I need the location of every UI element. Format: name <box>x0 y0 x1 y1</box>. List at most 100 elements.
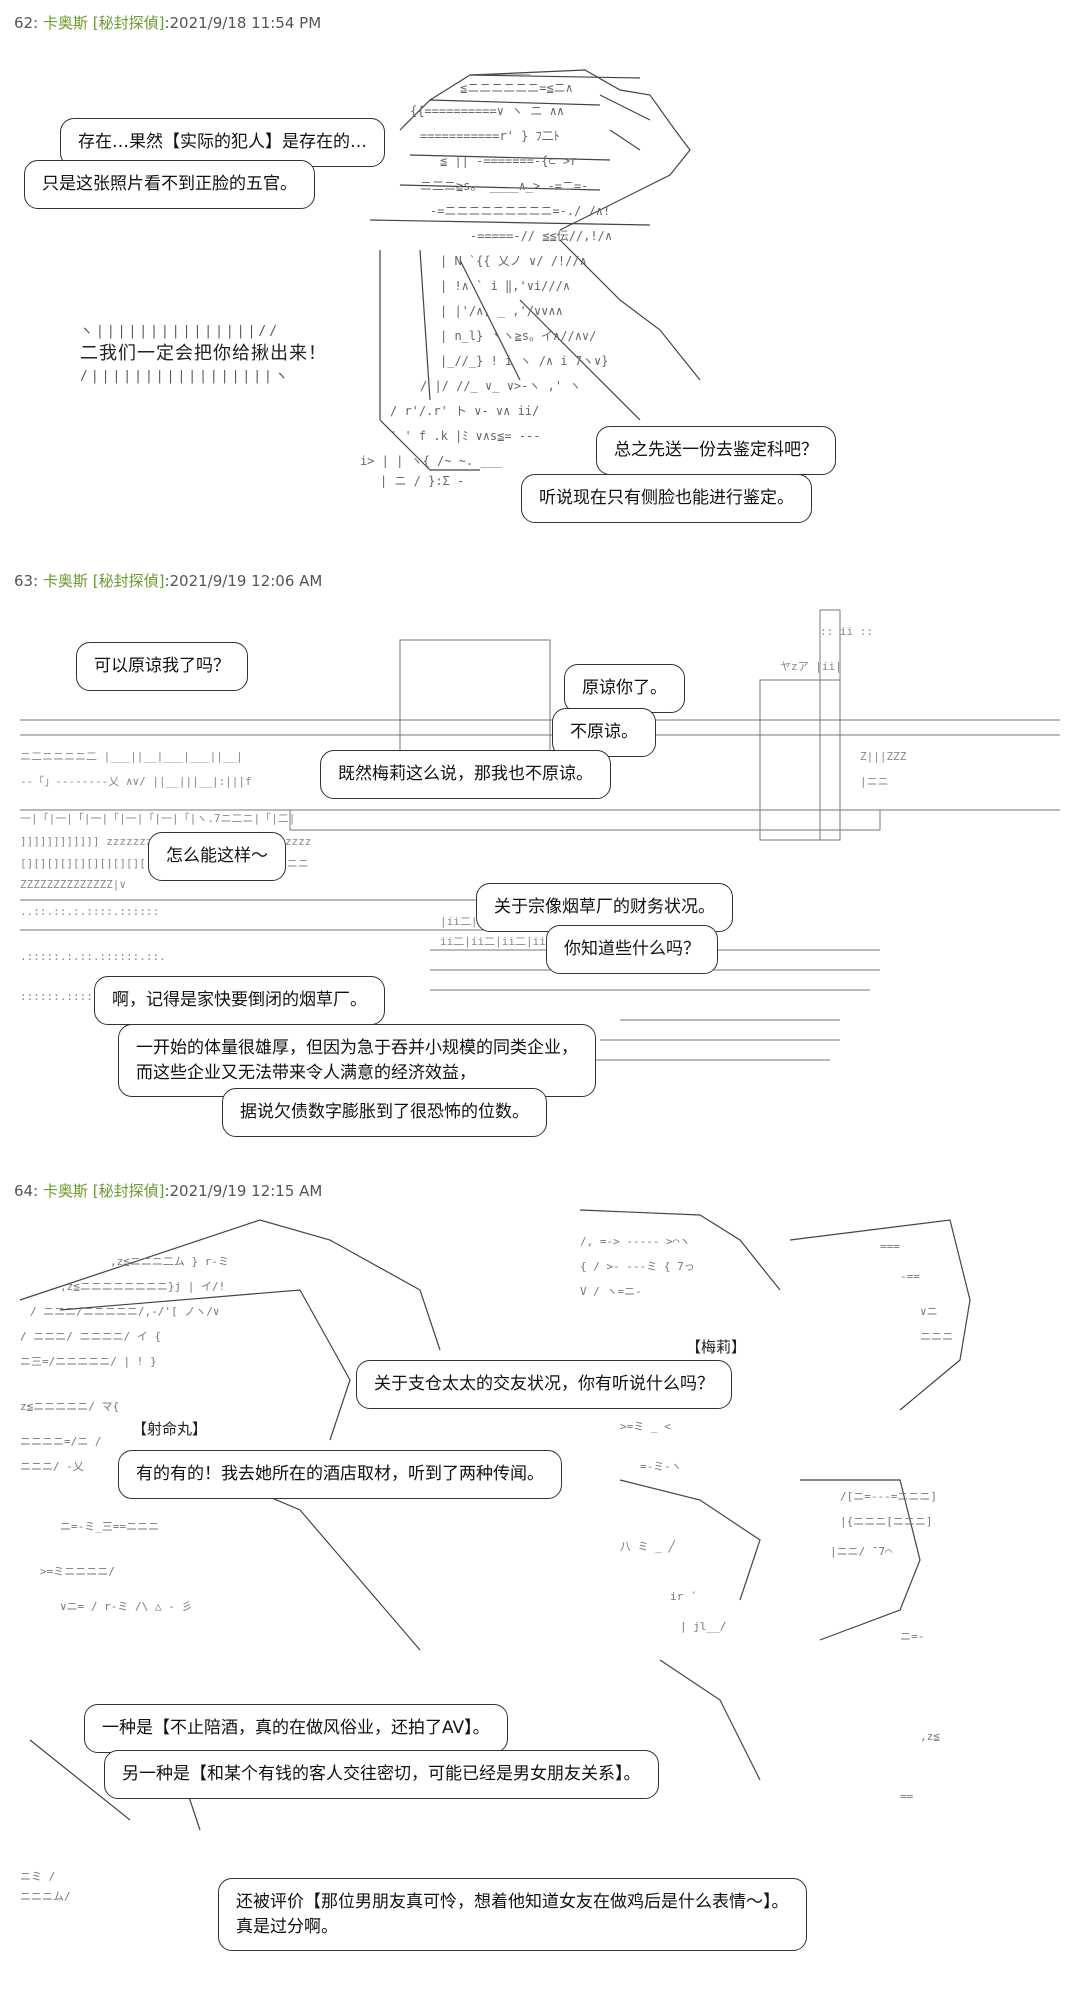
speech-bubble: 怎么能这样～ <box>148 832 286 881</box>
speech-bubble: 原谅你了。 <box>564 664 685 713</box>
svg-text:|{ニニニ[ニニニ]: |{ニニニ[ニニニ] <box>840 1515 933 1528</box>
post-number: 62: <box>14 14 39 32</box>
svg-text:/ r'/.r' ト ∨- ∨∧ ii/: / r'/.r' ト ∨- ∨∧ ii/ <box>390 404 539 418</box>
svg-text:ニ=-ミ_三==ニニニ: ニ=-ミ_三==ニニニ <box>60 1520 159 1533</box>
svg-text:/, =-> ----- >⌒ヽ: /, =-> ----- >⌒ヽ <box>580 1235 690 1248</box>
post-63: 63: 卡奥斯 [秘封探偵]:2021/9/19 12:06 AM ニ二ニニニニ… <box>0 570 1080 1160</box>
bubble-line: 而这些企业又无法带来令人满意的经济效益， <box>136 1062 476 1083</box>
bubble-line: 啊，记得是家快要倒闭的烟草厂。 <box>112 990 367 1010</box>
shout-rays-bottom: /|||||||||||||||||ヽ <box>80 369 291 384</box>
svg-text:V / ヽ=ニ-: V / ヽ=ニ- <box>580 1285 642 1298</box>
svg-text:-=====-// ≦≦伝//,!/∧: -=====-// ≦≦伝//,!/∧ <box>470 229 612 243</box>
svg-text:-=ニニニニニニニニニ=-./ /∧!: -=ニニニニニニニニニ=-./ /∧! <box>430 204 610 218</box>
svg-text:ニニニム/: ニニニム/ <box>20 1890 71 1903</box>
post-timestamp: :2021/9/19 12:15 AM <box>164 1182 323 1200</box>
shout-effect: ヽ|||||||||||||||// 二我们一定会把你给揪出来！ /||||||… <box>80 320 327 384</box>
svg-text:| ニ / }:Σ -: | ニ / }:Σ - <box>380 474 464 488</box>
speech-bubble: 一开始的体量很雄厚，但因为急于吞并小规模的同类企业， 而这些企业又无法带来令人满… <box>118 1024 596 1098</box>
svg-text:ヤzア |ii|: ヤzア |ii| <box>780 660 842 673</box>
bubble-line: 真是过分啊。 <box>236 1916 338 1937</box>
svg-text:八 ミ _ ╱: 八 ミ _ ╱ <box>620 1539 676 1553</box>
svg-text:ニニニニ=/ニ /: ニニニニ=/ニ / <box>20 1435 102 1448</box>
svg-text:/ ニニニ/ ニニニニ/ イ {: / ニニニ/ ニニニニ/ イ { <box>20 1330 161 1343</box>
post-timestamp: :2021/9/19 12:06 AM <box>164 572 323 590</box>
post-tag: [秘封探偵] <box>92 1182 165 1200</box>
speaker-label-merry: 【梅莉】 <box>686 1338 747 1356</box>
svg-text:.:::::.:.::.::::::.::.: .:::::.:.::.::::::.::. <box>20 950 166 963</box>
speech-bubble: 你知道些什么吗？ <box>546 925 718 974</box>
bubble-line: 只是这张照片看不到正脸的五官。 <box>42 174 297 194</box>
svg-text:/[ニ=---=ニニニ]: /[ニ=---=ニニニ] <box>840 1490 937 1503</box>
speech-bubble: 只是这张照片看不到正脸的五官。 <box>24 160 315 209</box>
speech-bubble: 听说现在只有侧脸也能进行鉴定。 <box>521 474 812 523</box>
speech-bubble: 关于支仓太太的交友状况，你有听说什么吗？ <box>356 1360 732 1409</box>
svg-text:-==: -== <box>900 1270 920 1283</box>
speech-bubble: 不原谅。 <box>552 708 656 757</box>
ascii-art-drawing: _______ ≦ニニニニニニ=≦ニ∧ {{==========∨ ヽ ニ ∧∧… <box>360 61 701 488</box>
speech-bubble: 关于宗像烟草厂的财务状况。 <box>476 883 733 932</box>
post-tag: [秘封探偵] <box>92 572 165 590</box>
svg-text::: ii ::: :: ii :: <box>820 625 873 638</box>
speech-bubble: 还被评价【那位男朋友真可怜，想着他知道女友在做鸡后是什么表情～】。 真是过分啊。 <box>218 1878 807 1952</box>
svg-text:===: === <box>880 1240 900 1253</box>
post-number: 63: <box>14 572 39 590</box>
post-author[interactable]: 卡奥斯 <box>42 14 88 32</box>
svg-text:z≦ニニニニニ/ マ{: z≦ニニニニニ/ マ{ <box>20 1400 119 1413</box>
bubble-line: 既然梅莉这么说，那我也不原谅。 <box>338 764 593 784</box>
speech-bubble: 一种是【不止陪酒，真的在做风俗业，还拍了AV】。 <box>84 1704 508 1753</box>
svg-text:,z≦ニニニ二ム } r-ミ: ,z≦ニニニ二ム } r-ミ <box>110 1255 229 1268</box>
svg-text:ニミ /: ニミ / <box>20 1870 55 1883</box>
post-header: 62: 卡奥斯 [秘封探偵]:2021/9/18 11:54 PM <box>14 12 321 33</box>
svg-text:{{==========∨ ヽ ニ ∧∧: {{==========∨ ヽ ニ ∧∧ <box>410 104 564 118</box>
svg-text:--「」--------乂 ∧∨/ ||__|||__|:: --「」--------乂 ∧∨/ ||__|||__|:|||f <box>20 775 252 788</box>
svg-text:,z≦ニニニニニニニニ}j | イ/!: ,z≦ニニニニニニニニ}j | イ/! <box>60 1280 225 1293</box>
svg-text:| !∧ ` i ‖,'∨i///∧: | !∧ ` i ‖,'∨i///∧ <box>440 279 570 293</box>
speech-bubble: 总之先送一份去鉴定科吧？ <box>596 426 836 475</box>
svg-text:' ' f .k |ﾐ ∨∧s≦= ---: ' ' f .k |ﾐ ∨∧s≦= --- <box>390 429 541 443</box>
svg-text:>=ミ _ <: >=ミ _ < <box>620 1420 671 1433</box>
svg-text:{ / >- ---ミ { 7っ: { / >- ---ミ { 7っ <box>580 1260 695 1273</box>
svg-text:ニ三=/ニニニニニ/ | ! }: ニ三=/ニニニニニ/ | ! } <box>20 1355 157 1368</box>
bubble-line: 据说欠债数字膨胀到了很恐怖的位数。 <box>240 1102 529 1122</box>
bubble-line: 有的有的！我去她所在的酒店取材，听到了两种传闻。 <box>136 1464 544 1484</box>
post-header: 64: 卡奥斯 [秘封探偵]:2021/9/19 12:15 AM <box>14 1180 322 1201</box>
bubble-line: 你知道些什么吗？ <box>564 939 700 959</box>
speech-bubble: 有的有的！我去她所在的酒店取材，听到了两种传闻。 <box>118 1450 562 1499</box>
svg-text:===========r' } ﾌ二ﾄ: ===========r' } ﾌ二ﾄ <box>420 129 560 143</box>
svg-text:ニ=-: ニ=- <box>900 1630 924 1643</box>
svg-text:i> | | ヽ{ /~ ~. ___: i> | | ヽ{ /~ ~. ___ <box>360 454 503 468</box>
svg-text:ZZZZZZZZZZZZZZ|∨: ZZZZZZZZZZZZZZ|∨ <box>20 878 126 891</box>
svg-text:ir ´: ir ´ <box>670 1590 697 1603</box>
speaker-label-aya: 【射命丸】 <box>132 1420 208 1438</box>
svg-text:|_//_} ! i ヽ /∧ i 7ヽ∨}: |_//_} ! i ヽ /∧ i 7ヽ∨} <box>440 354 609 368</box>
bubble-line: 怎么能这样～ <box>166 846 268 866</box>
bubble-line: 还被评价【那位男朋友真可怜，想着他知道女友在做鸡后是什么表情～】。 <box>236 1892 789 1912</box>
post-64: 64: 卡奥斯 [秘封探偵]:2021/9/19 12:15 AM ,z≦ニニニ… <box>0 1180 1080 2000</box>
speech-bubble: 可以原谅我了吗？ <box>76 642 248 691</box>
speech-bubble: 另一种是【和某个有钱的客人交往密切，可能已经是男女朋友关系】。 <box>104 1750 659 1799</box>
svg-text:| N `{{ 乂ノ ∨/ /!//∧: | N `{{ 乂ノ ∨/ /!//∧ <box>440 254 587 268</box>
post-author[interactable]: 卡奥斯 <box>42 572 88 590</box>
bubble-line: 另一种是【和某个有钱的客人交往密切，可能已经是男女朋友关系】。 <box>122 1764 641 1784</box>
svg-text:==: == <box>900 1790 914 1803</box>
svg-text:| jl__/: | jl__/ <box>680 1620 726 1633</box>
bubble-line: 可以原谅我了吗？ <box>94 656 230 676</box>
post-timestamp: :2021/9/18 11:54 PM <box>164 14 322 32</box>
svg-text:>=ミニニニニ/: >=ミニニニニ/ <box>40 1565 115 1578</box>
shout-text: 二我们一定会把你给揪出来！ <box>80 343 327 364</box>
svg-text:_______: _______ <box>480 61 531 75</box>
svg-text:,z≦: ,z≦ <box>920 1730 940 1743</box>
bubble-line: 关于支仓太太的交友状况，你有听说什么吗？ <box>374 1374 714 1394</box>
ascii-art-characters: ,z≦ニニニ二ム } r-ミ ,z≦ニニニニニニニニ}j | イ/! / ニニニ… <box>0 1180 1080 2000</box>
bubble-line: 一种是【不止陪酒，真的在做风俗业，还拍了AV】。 <box>102 1718 490 1738</box>
bubble-line: 关于宗像烟草厂的财务状况。 <box>494 897 715 917</box>
post-author[interactable]: 卡奥斯 <box>42 1182 88 1200</box>
bubble-line: 原谅你了。 <box>582 678 667 698</box>
bubble-line: 一开始的体量很雄厚，但因为急于吞并小规模的同类企业， <box>136 1038 578 1058</box>
ascii-art-detective: _______ ≦ニニニニニニ=≦ニ∧ {{==========∨ ヽ ニ ∧∧… <box>0 0 1080 570</box>
svg-text:ニニニ/ -乂: ニニニ/ -乂 <box>20 1460 84 1473</box>
svg-text:∨ニ: ∨ニ <box>920 1305 938 1318</box>
svg-text:ニニニ: ニニニ <box>920 1330 953 1343</box>
svg-text:Z|||ZZZ: Z|||ZZZ <box>860 750 907 763</box>
bubble-line: 存在…果然【实际的犯人】是存在的… <box>78 132 367 152</box>
